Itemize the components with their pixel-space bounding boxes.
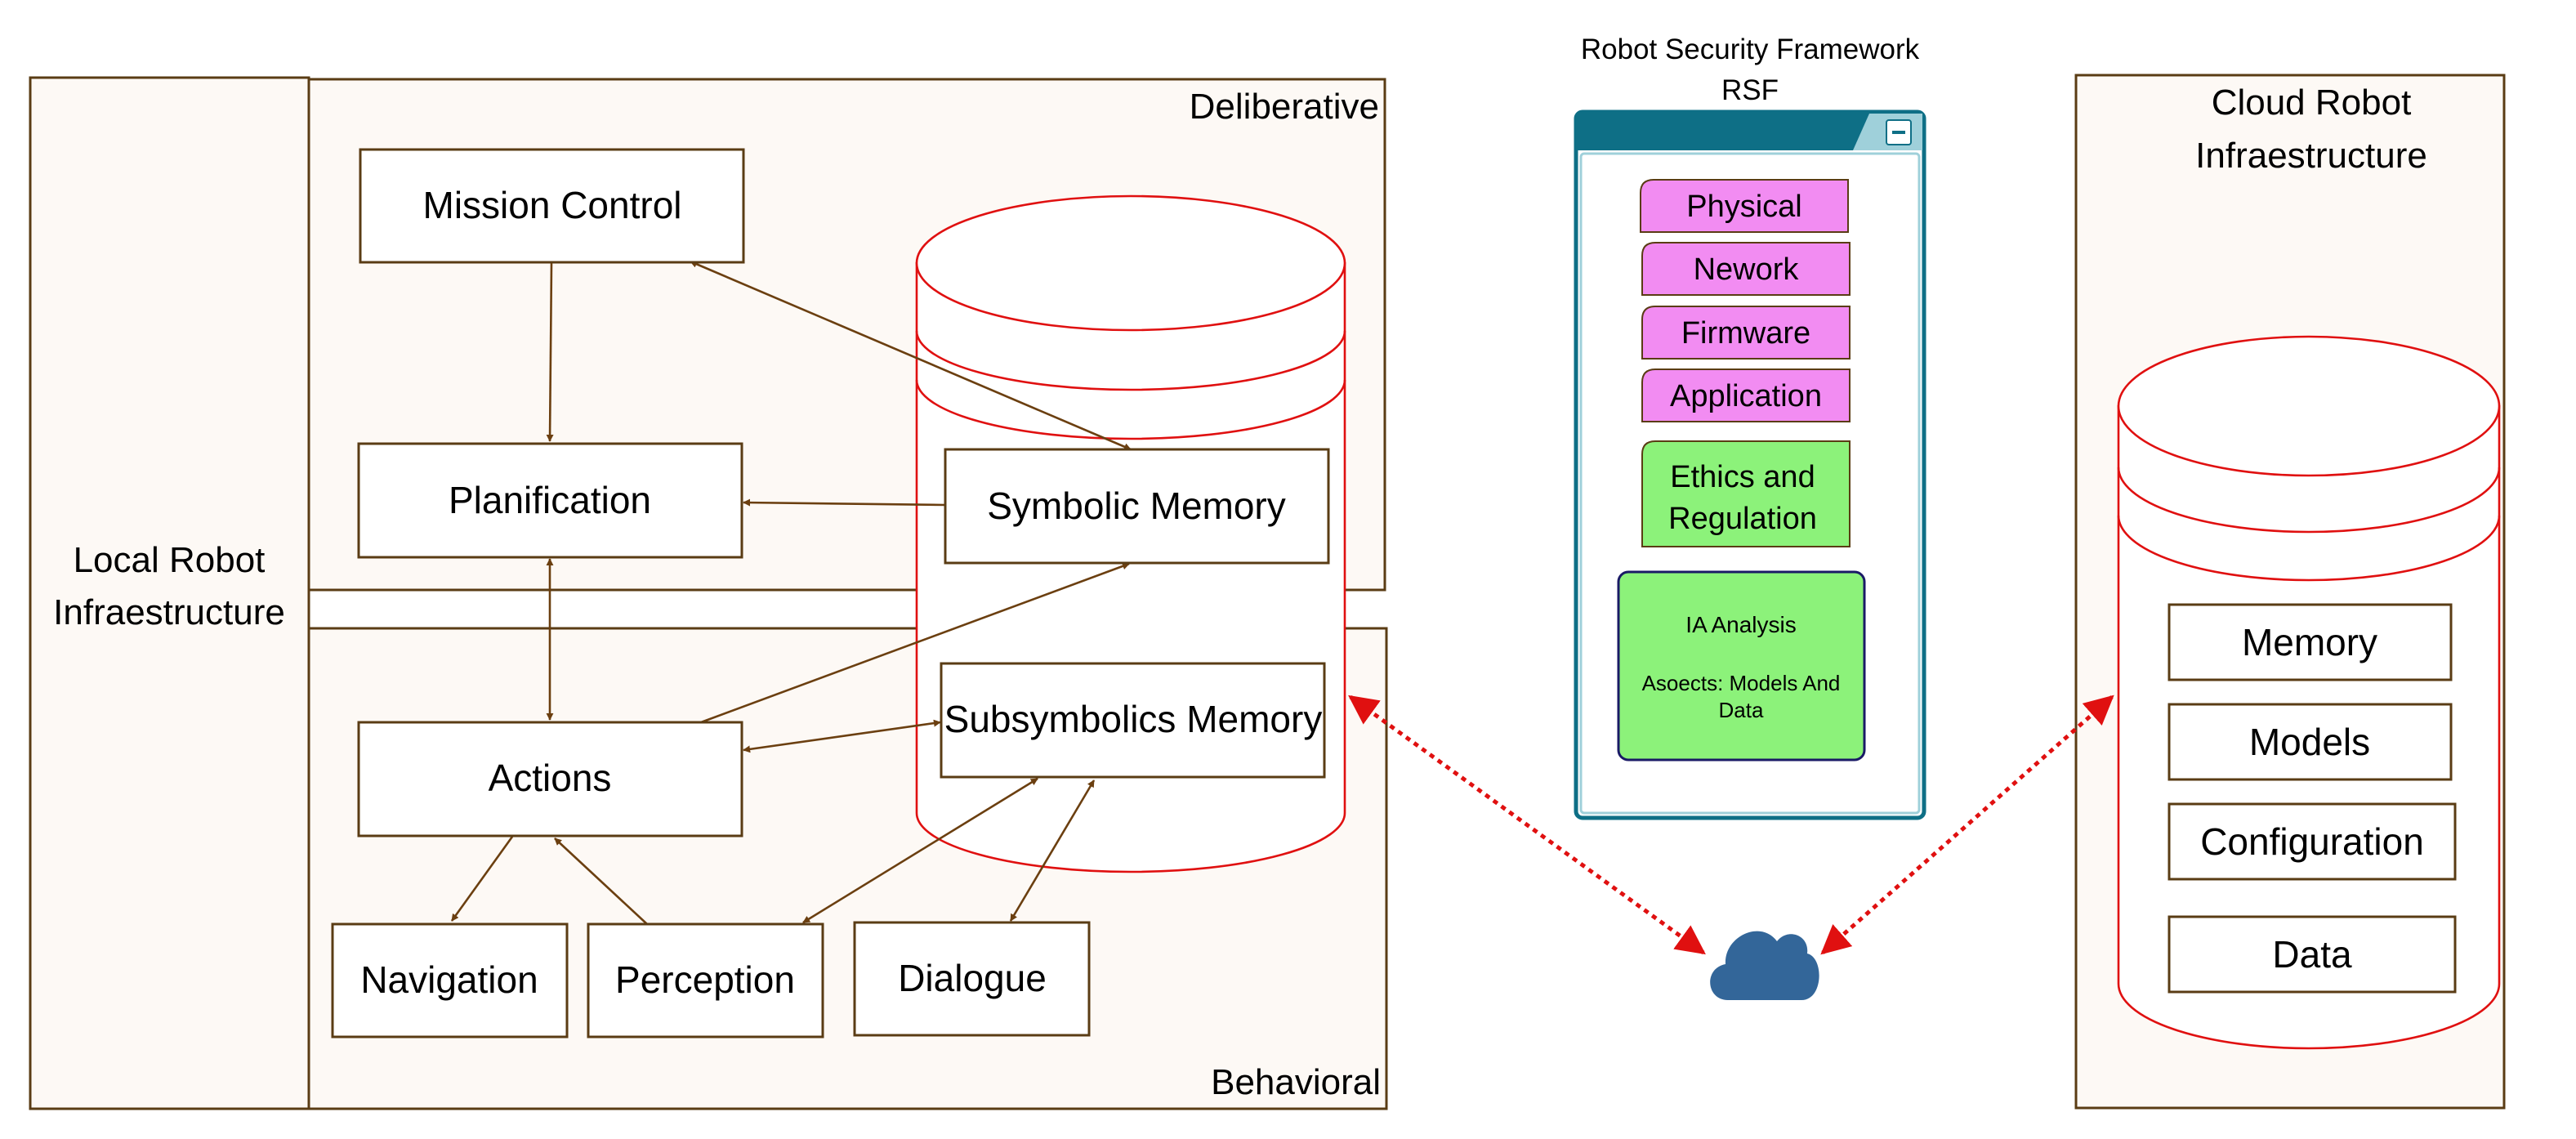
rsf-item-ethics-label-line2: Regulation (1668, 502, 1817, 536)
rsf-item-physical-label: Physical (1686, 190, 1802, 224)
dialogue-box: Dialogue (853, 921, 1091, 1037)
planification-frame (357, 442, 743, 559)
cloud-cylinder-top (2117, 335, 2501, 477)
rsf-item-network: Nework (1641, 242, 1851, 296)
local-cylinder-body (915, 261, 1346, 873)
mission-control-label: Mission Control (423, 184, 682, 226)
cloud-robot-label-line2: Infraestructure (2195, 136, 2427, 176)
arrow-actions-subsymbolic (743, 719, 941, 753)
mission-control-box: Mission Control (359, 148, 745, 264)
rsf-ia-analysis-title: IA Analysis (1685, 612, 1796, 637)
planification-box: Planification (357, 442, 743, 559)
symbolic-memory-frame (944, 448, 1330, 565)
rsf-item-application-label: Application (1670, 379, 1822, 413)
cloud-icon (1710, 931, 1819, 1000)
minimize-button[interactable] (1886, 119, 1912, 145)
navigation-frame (331, 922, 569, 1038)
rsf-acronym: RSF (1721, 74, 1779, 106)
local-robot-label-line1: Local Robot (74, 540, 266, 580)
cloud-store-configuration-label: Configuration (2200, 820, 2424, 863)
dialogue-label: Dialogue (898, 957, 1047, 999)
cloud-store-models: Models (2168, 703, 2453, 781)
arrow-mission-symbolic (690, 260, 1132, 451)
rsf-item-firmware: Firmware (1641, 306, 1851, 360)
cloud-robot-region: Cloud Robot Infraestructure Memory Model… (2074, 74, 2506, 1110)
rsf-item-network-label: Nework (1694, 252, 1800, 287)
cloud-robot-label-line1: Cloud Robot (2212, 83, 2412, 123)
rsf-ia-analysis-aspects: Asoects: Models And (1642, 671, 1841, 695)
cloud-cylinder-ring-1 (2117, 467, 2501, 534)
network-link-local-cloud (1348, 695, 1706, 955)
behavioral-label: Behavioral (1211, 1062, 1381, 1102)
cloud-store-memory: Memory (2168, 603, 2453, 681)
network-links (1348, 695, 2114, 955)
rsf-ia-analysis: IA Analysis Asoects: Models And Data (1617, 570, 1866, 762)
rsf-ia-analysis-data: Data (1719, 698, 1764, 722)
rsf-window-header (1576, 112, 1924, 150)
arrow-actions-to-navigation (450, 836, 514, 922)
rsf-item-application: Application (1641, 368, 1851, 422)
perception-box: Perception (587, 922, 824, 1038)
symbolic-memory-box: Symbolic Memory (944, 448, 1330, 565)
arrow-actions-to-symbolic (700, 562, 1130, 724)
local-robot-label-line2: Infraestructure (53, 592, 285, 632)
perception-frame (587, 922, 824, 1038)
subsymbolic-memory-box: Subsymbolics Memory (940, 662, 1326, 779)
actions-label: Actions (489, 757, 612, 799)
dialogue-frame (853, 921, 1091, 1037)
actions-box: Actions (357, 721, 743, 838)
arrow-perception-to-actions (554, 838, 648, 925)
arrow-symbolic-to-planification (743, 498, 946, 507)
rsf-panel: Robot Security Framework RSF Physical Ne… (1574, 34, 1926, 820)
planification-label: Planification (449, 479, 651, 521)
cloud-store-data-label: Data (2272, 933, 2352, 976)
mission-control-frame (359, 148, 745, 264)
navigation-box: Navigation (331, 922, 569, 1038)
rsf-item-physical: Physical (1640, 179, 1849, 233)
internal-links (450, 260, 1132, 925)
actions-frame (357, 721, 743, 838)
symbolic-memory-label: Symbolic Memory (987, 485, 1286, 527)
arrow-dialogue-subsymbolic (1009, 779, 1096, 922)
rsf-title: Robot Security Framework (1581, 34, 1920, 65)
local-robot-panel (29, 76, 310, 1110)
cloud-store-models-label: Models (2249, 721, 2370, 763)
navigation-label: Navigation (360, 958, 538, 1001)
rsf-item-ethics: Ethics and Regulation (1641, 440, 1851, 547)
rsf-item-firmware-label: Firmware (1681, 316, 1810, 351)
rsf-item-ethics-label-line1: Ethics and (1670, 460, 1815, 494)
arrow-perception-subsymbolic (802, 777, 1038, 924)
deliberative-label: Deliberative (1190, 87, 1379, 127)
arrow-mission-to-planification (546, 262, 554, 442)
local-robot-region: Local Robot Infraestructure (29, 76, 310, 1110)
local-cylinder-top (915, 194, 1346, 332)
cloud-store-memory-label: Memory (2242, 621, 2377, 663)
cloud-store-configuration: Configuration (2168, 802, 2457, 881)
perception-label: Perception (615, 958, 795, 1001)
cloud-cylinder-ring-2 (2117, 515, 2501, 582)
subsymbolic-memory-label: Subsymbolics Memory (944, 698, 1323, 740)
subsymbolic-memory-frame (940, 662, 1326, 779)
cloud-store-data: Data (2168, 915, 2457, 994)
